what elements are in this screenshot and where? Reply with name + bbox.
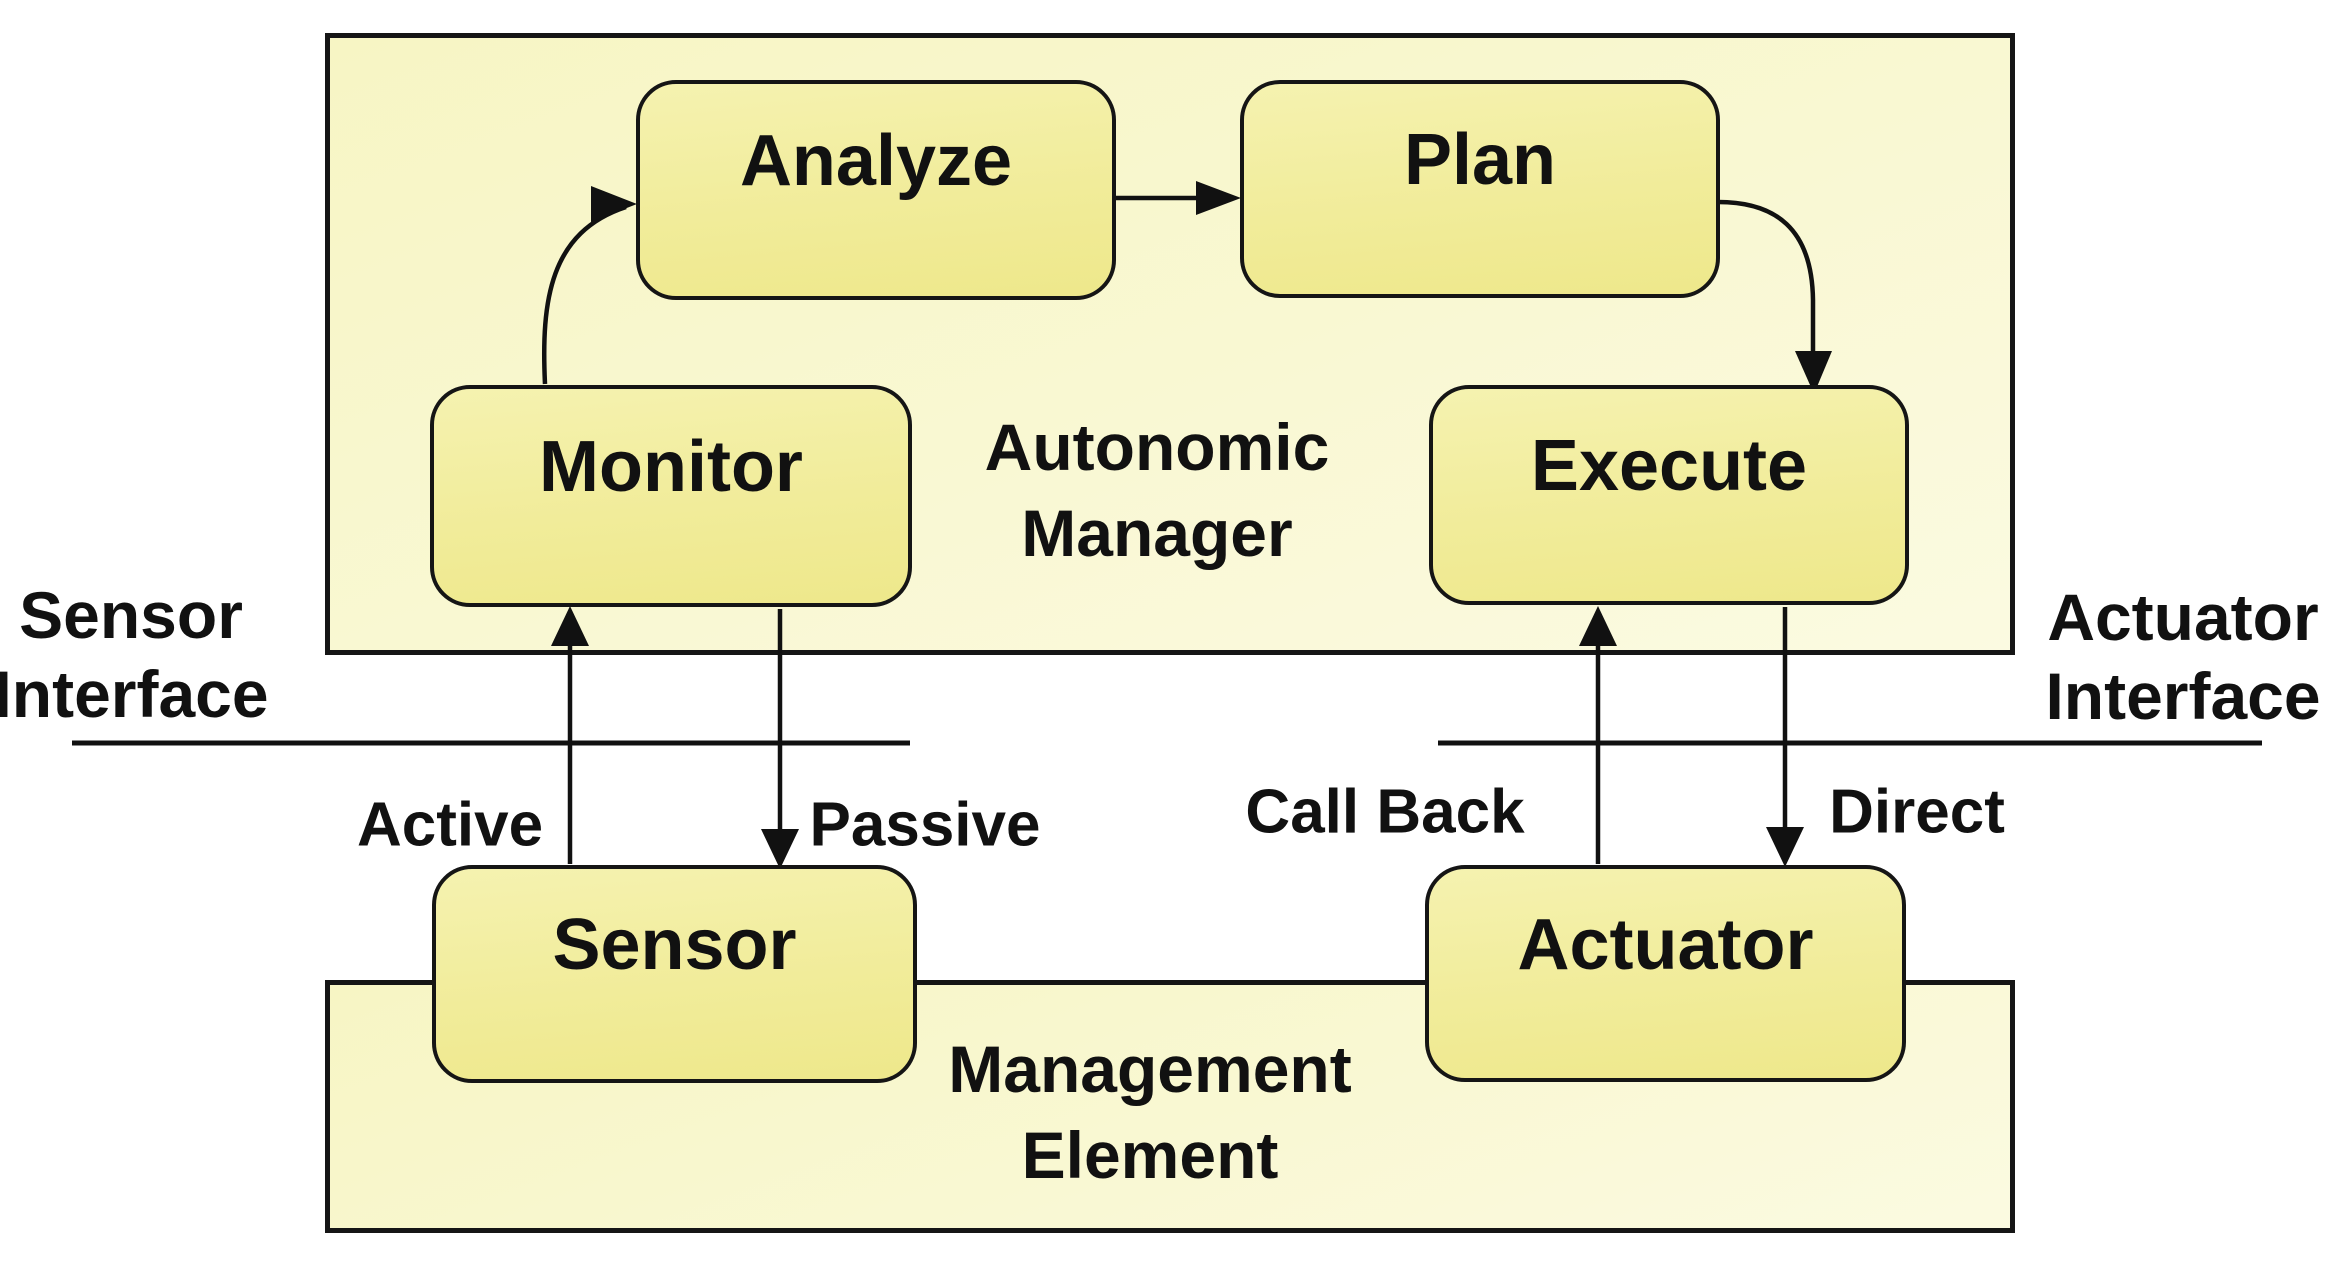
- node-analyze-label: Analyze: [739, 121, 1013, 201]
- sensor-interface-label: Sensor Interface: [0, 578, 269, 731]
- node-monitor-label: Monitor: [539, 427, 803, 507]
- management-element-label: Management Element: [948, 1032, 1352, 1192]
- node-actuator-label: Actuator: [1517, 904, 1814, 985]
- node-analyze: Analyze: [636, 80, 1116, 300]
- node-plan: Plan: [1240, 80, 1720, 298]
- actuator-interface-label: Actuator Interface: [2045, 580, 2321, 733]
- direct-edge-label: Direct: [1829, 777, 2005, 847]
- node-monitor: Monitor: [430, 385, 912, 607]
- node-actuator: Actuator: [1425, 865, 1906, 1082]
- node-execute-label: Execute: [1530, 426, 1808, 506]
- active-edge-label: Active: [356, 790, 544, 860]
- call-back-edge-label: Call Back: [1245, 777, 1525, 847]
- autonomic-manager-label: Autonomic Manager: [984, 410, 1330, 570]
- passive-edge-label: Passive: [809, 790, 1041, 860]
- node-sensor: Sensor: [432, 865, 917, 1083]
- node-plan-label: Plan: [1403, 120, 1557, 200]
- node-execute: Execute: [1429, 385, 1909, 605]
- node-sensor-label: Sensor: [552, 905, 797, 985]
